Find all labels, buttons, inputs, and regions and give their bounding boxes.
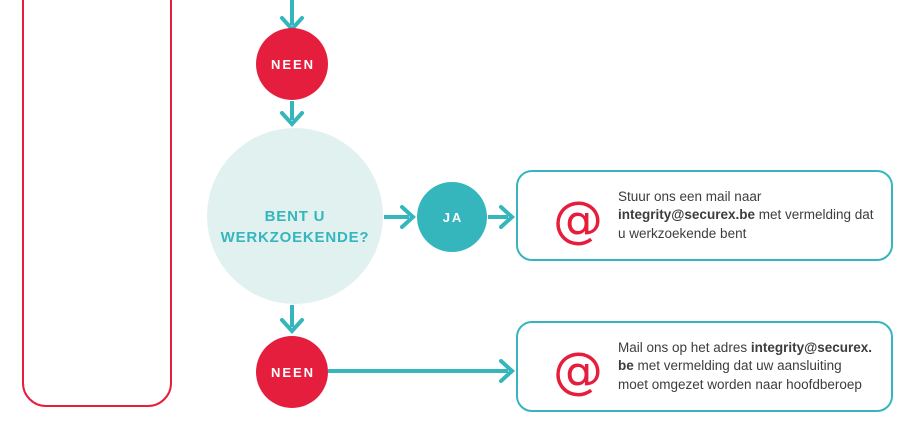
text-line: integrity@securex.be met vermelding dat xyxy=(618,206,881,225)
email-address: be xyxy=(618,358,634,374)
mailbox-hoofdberoep: @ Mail ons op het adres integrity@secure… xyxy=(516,321,893,412)
text-segment: moet omgezet worden naar hoofdberoep xyxy=(618,376,862,392)
mailbox-hoofdberoep-text: Mail ons op het adres integrity@securex.… xyxy=(618,339,891,395)
at-icon: @ xyxy=(553,190,603,249)
arrow-neen-top-to-question xyxy=(280,101,304,127)
text-line: u werkzoekende bent xyxy=(618,225,881,244)
arrow-down-into-neen-top xyxy=(280,0,304,32)
at-icon: @ xyxy=(553,341,603,400)
text-segment: met vermelding dat xyxy=(754,207,874,223)
mailbox-werkzoekende: @ Stuur ons een mail naar integrity@secu… xyxy=(516,170,893,261)
text-segment: met vermelding dat uw aansluiting xyxy=(633,358,842,374)
email-address: integrity@securex.be xyxy=(618,207,755,223)
text-line: Stuur ons een mail naar xyxy=(618,188,881,207)
arrow-head xyxy=(280,318,304,334)
node-neen-bottom: NEEN xyxy=(256,336,328,408)
node-question: BENT U WERKZOEKENDE? xyxy=(207,128,383,304)
question-line2: WERKZOEKENDE? xyxy=(220,228,370,246)
arrow-ja-to-mailbox-1 xyxy=(488,205,515,229)
arrow-head xyxy=(280,111,304,127)
arrow-head xyxy=(400,205,416,229)
node-neen-bottom-label: NEEN xyxy=(270,364,316,380)
text-segment: u werkzoekende bent xyxy=(618,225,747,241)
text-line: Mail ons op het adres integrity@securex. xyxy=(618,339,881,358)
question-line1: BENT U xyxy=(264,207,326,225)
arrow-question-to-ja xyxy=(384,205,416,229)
arrow-question-to-neen-bottom xyxy=(280,305,304,334)
mailbox-werkzoekende-text: Stuur ons een mail naar integrity@secure… xyxy=(618,188,891,244)
email-address: integrity@securex. xyxy=(750,339,873,355)
text-segment: Mail ons op het adres xyxy=(618,339,751,355)
arrow-head xyxy=(499,359,515,383)
empty-outline-box xyxy=(22,0,172,407)
node-neen-top-label: NEEN xyxy=(270,56,316,72)
arrow-neen-bottom-to-mailbox-2 xyxy=(328,359,515,383)
text-line: be met vermelding dat uw aansluiting xyxy=(618,357,881,376)
text-line: moet omgezet worden naar hoofdberoep xyxy=(618,376,881,395)
arrow-head xyxy=(499,205,515,229)
node-ja: JA xyxy=(417,182,487,252)
text-segment: Stuur ons een mail naar xyxy=(618,188,762,204)
node-neen-top: NEEN xyxy=(256,28,328,100)
node-ja-label: JA xyxy=(442,209,464,225)
